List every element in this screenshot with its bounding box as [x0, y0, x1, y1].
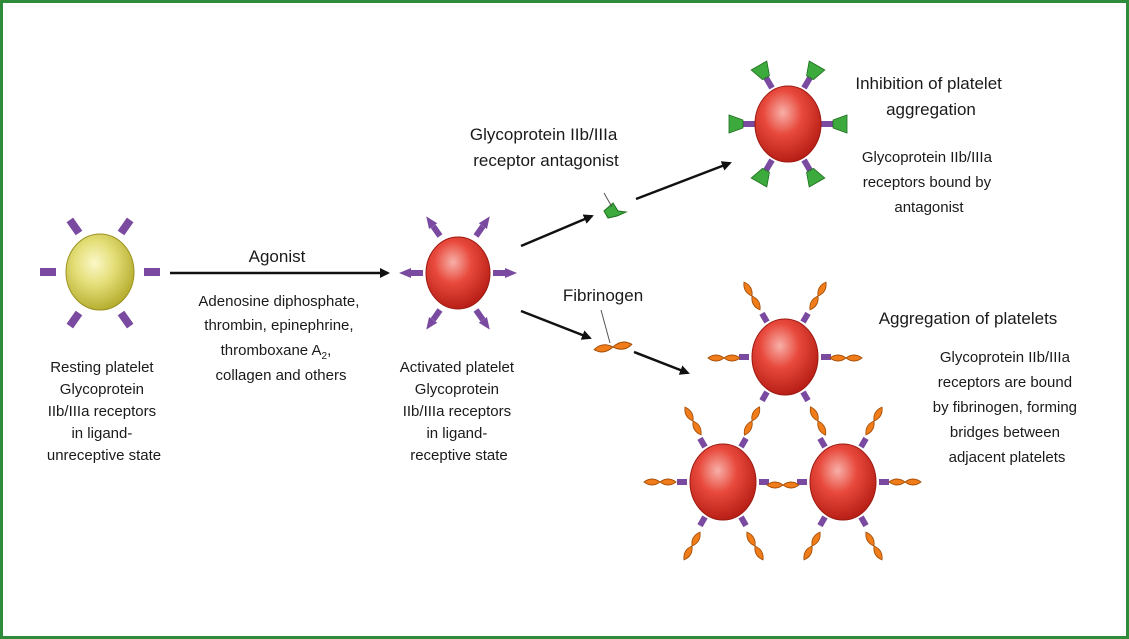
aggregated-cell-top	[751, 318, 819, 396]
inhibited-receptors	[728, 60, 848, 188]
activated-receptors	[399, 216, 517, 330]
activated-caption: Activated platelet Glycoprotein IIb/IIIa…	[400, 359, 518, 464]
aggregated-receptors	[677, 311, 889, 528]
antagonist-label: Glycoprotein IIb/IIIa receptor antagonis…	[470, 125, 622, 170]
resting-platelet	[40, 217, 160, 329]
inhibition-desc: Glycoprotein IIb/IIIa receptors bound by…	[862, 149, 996, 216]
aggregation-title: Aggregation of platelets	[879, 309, 1058, 328]
antagonist-arrow-2	[635, 161, 732, 201]
fibrinogen-molecule-icon	[593, 341, 633, 353]
inhibited-cell	[754, 85, 822, 163]
antagonist-pointer	[603, 192, 613, 208]
agonist-title: Agonist	[249, 247, 306, 266]
resting-cell	[65, 233, 135, 311]
fibrinogen-pointer	[600, 309, 611, 344]
aggregation-desc: Glycoprotein IIb/IIIa receptors are boun…	[933, 349, 1081, 466]
antagonist-molecule-icon	[603, 202, 628, 219]
resting-caption: Resting platelet Glycoprotein IIb/IIIa r…	[47, 359, 161, 464]
antagonist-arrow-1	[520, 214, 594, 248]
activated-cell	[425, 236, 491, 310]
activated-platelet	[399, 216, 517, 330]
fibrinogen-arrow-2	[633, 350, 690, 375]
aggregated-platelets	[643, 281, 922, 561]
fibrinogen-arrow-1	[520, 309, 592, 340]
agonist-list: Adenosine diphosphate, thrombin, epineph…	[198, 293, 363, 384]
resting-receptors	[40, 217, 160, 329]
inhibited-platelet	[728, 60, 848, 188]
aggregated-cell-bottom-left	[689, 443, 757, 521]
inhibition-title: Inhibition of platelet aggregation	[855, 74, 1006, 119]
fibrinogen-label: Fibrinogen	[563, 286, 643, 305]
aggregated-fibrinogen	[643, 281, 922, 561]
aggregated-cell-bottom-right	[809, 443, 877, 521]
